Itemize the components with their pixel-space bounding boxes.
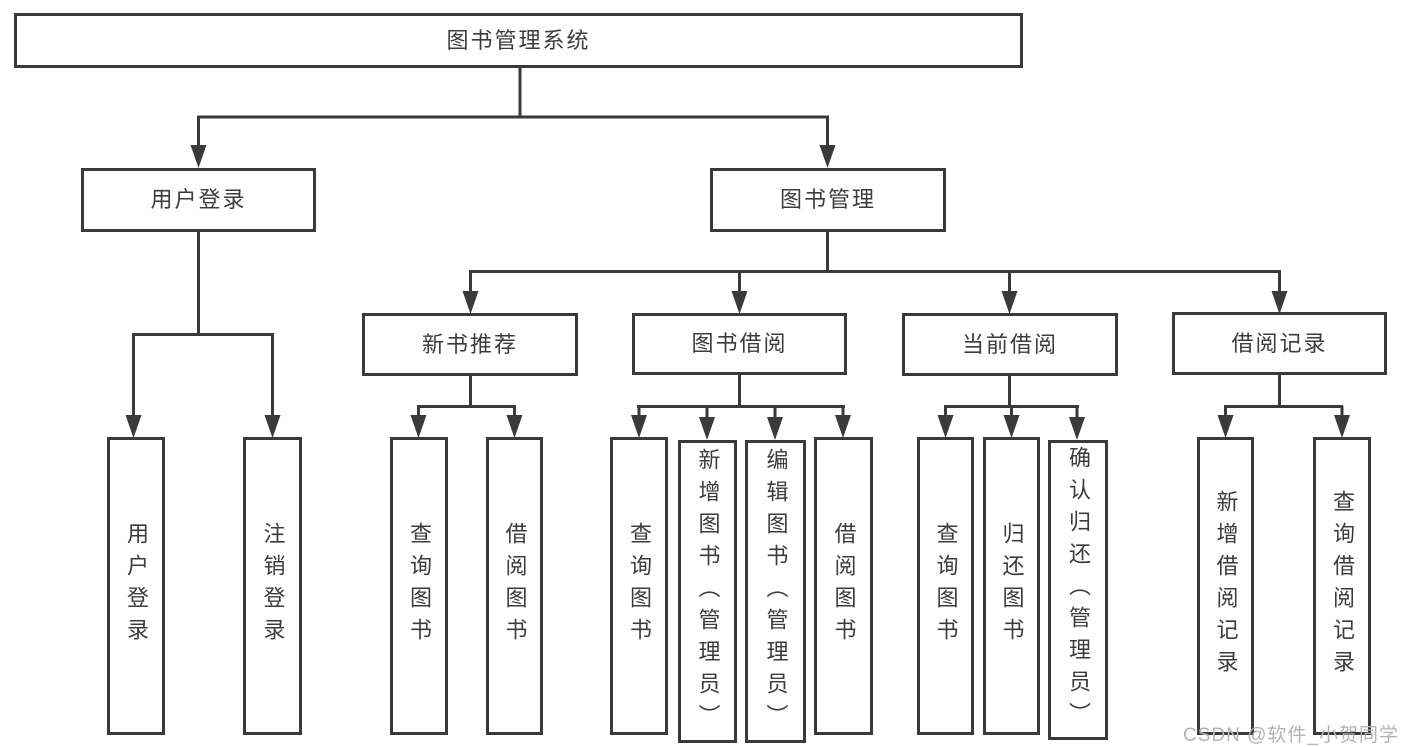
node-label: 查询借阅记录 — [1330, 490, 1355, 682]
node-query-books-current: 查询图书 — [917, 437, 974, 735]
node-label: 图书借阅 — [691, 331, 788, 356]
node-label: 图书管理 — [779, 187, 876, 212]
node-label: 新增借阅记录 — [1213, 490, 1239, 682]
node-label: 查询图书 — [933, 522, 959, 650]
node-query-books-recommend: 查询图书 — [390, 437, 448, 735]
node-book-borrowing: 图书借阅 — [632, 313, 847, 375]
node-return-books: 归还图书 — [983, 437, 1040, 735]
node-label: 借阅图书 — [831, 522, 857, 650]
node-add-borrow-record: 新增借阅记录 — [1197, 437, 1254, 735]
node-current-borrowing: 当前借阅 — [902, 313, 1118, 376]
node-edit-books-admin: 编辑图书（管理员） — [745, 440, 806, 743]
node-logout-action: 注销登录 — [243, 437, 302, 735]
node-query-books-borrowing: 查询图书 — [610, 437, 668, 735]
node-user-login-action: 用户登录 — [107, 437, 165, 735]
node-query-borrow-record: 查询借阅记录 — [1313, 437, 1371, 735]
node-borrow-books-recommend: 借阅图书 — [486, 437, 543, 735]
node-label: 用户登录 — [124, 522, 149, 650]
node-confirm-return-admin: 确认归还（管理员） — [1048, 440, 1108, 740]
node-label: 查询图书 — [407, 522, 432, 650]
node-label: 归还图书 — [999, 522, 1025, 650]
node-label: 用户登录 — [150, 187, 247, 212]
node-label: 当前借阅 — [961, 331, 1058, 357]
node-label: 确认归还（管理员） — [1066, 446, 1091, 734]
watermark: CSDN @软件_小贺同学 — [1183, 725, 1399, 746]
node-label: 新书推荐 — [421, 331, 518, 357]
node-label: 编辑图书（管理员） — [763, 447, 789, 736]
node-borrowing-records: 借阅记录 — [1172, 312, 1387, 375]
node-user-login: 用户登录 — [81, 168, 316, 232]
node-label: 图书管理系统 — [446, 27, 591, 53]
node-label: 新增图书（管理员） — [695, 447, 721, 736]
node-library-management-system: 图书管理系统 — [14, 13, 1023, 68]
node-label: 注销登录 — [260, 522, 286, 650]
node-new-book-recommend: 新书推荐 — [362, 313, 578, 376]
node-label: 借阅图书 — [502, 522, 528, 650]
node-label: 查询图书 — [627, 522, 652, 650]
node-add-books-admin: 新增图书（管理员） — [678, 440, 737, 743]
node-book-management: 图书管理 — [710, 168, 946, 232]
node-label: 借阅记录 — [1231, 330, 1328, 356]
node-borrow-books-borrowing: 借阅图书 — [814, 437, 873, 735]
